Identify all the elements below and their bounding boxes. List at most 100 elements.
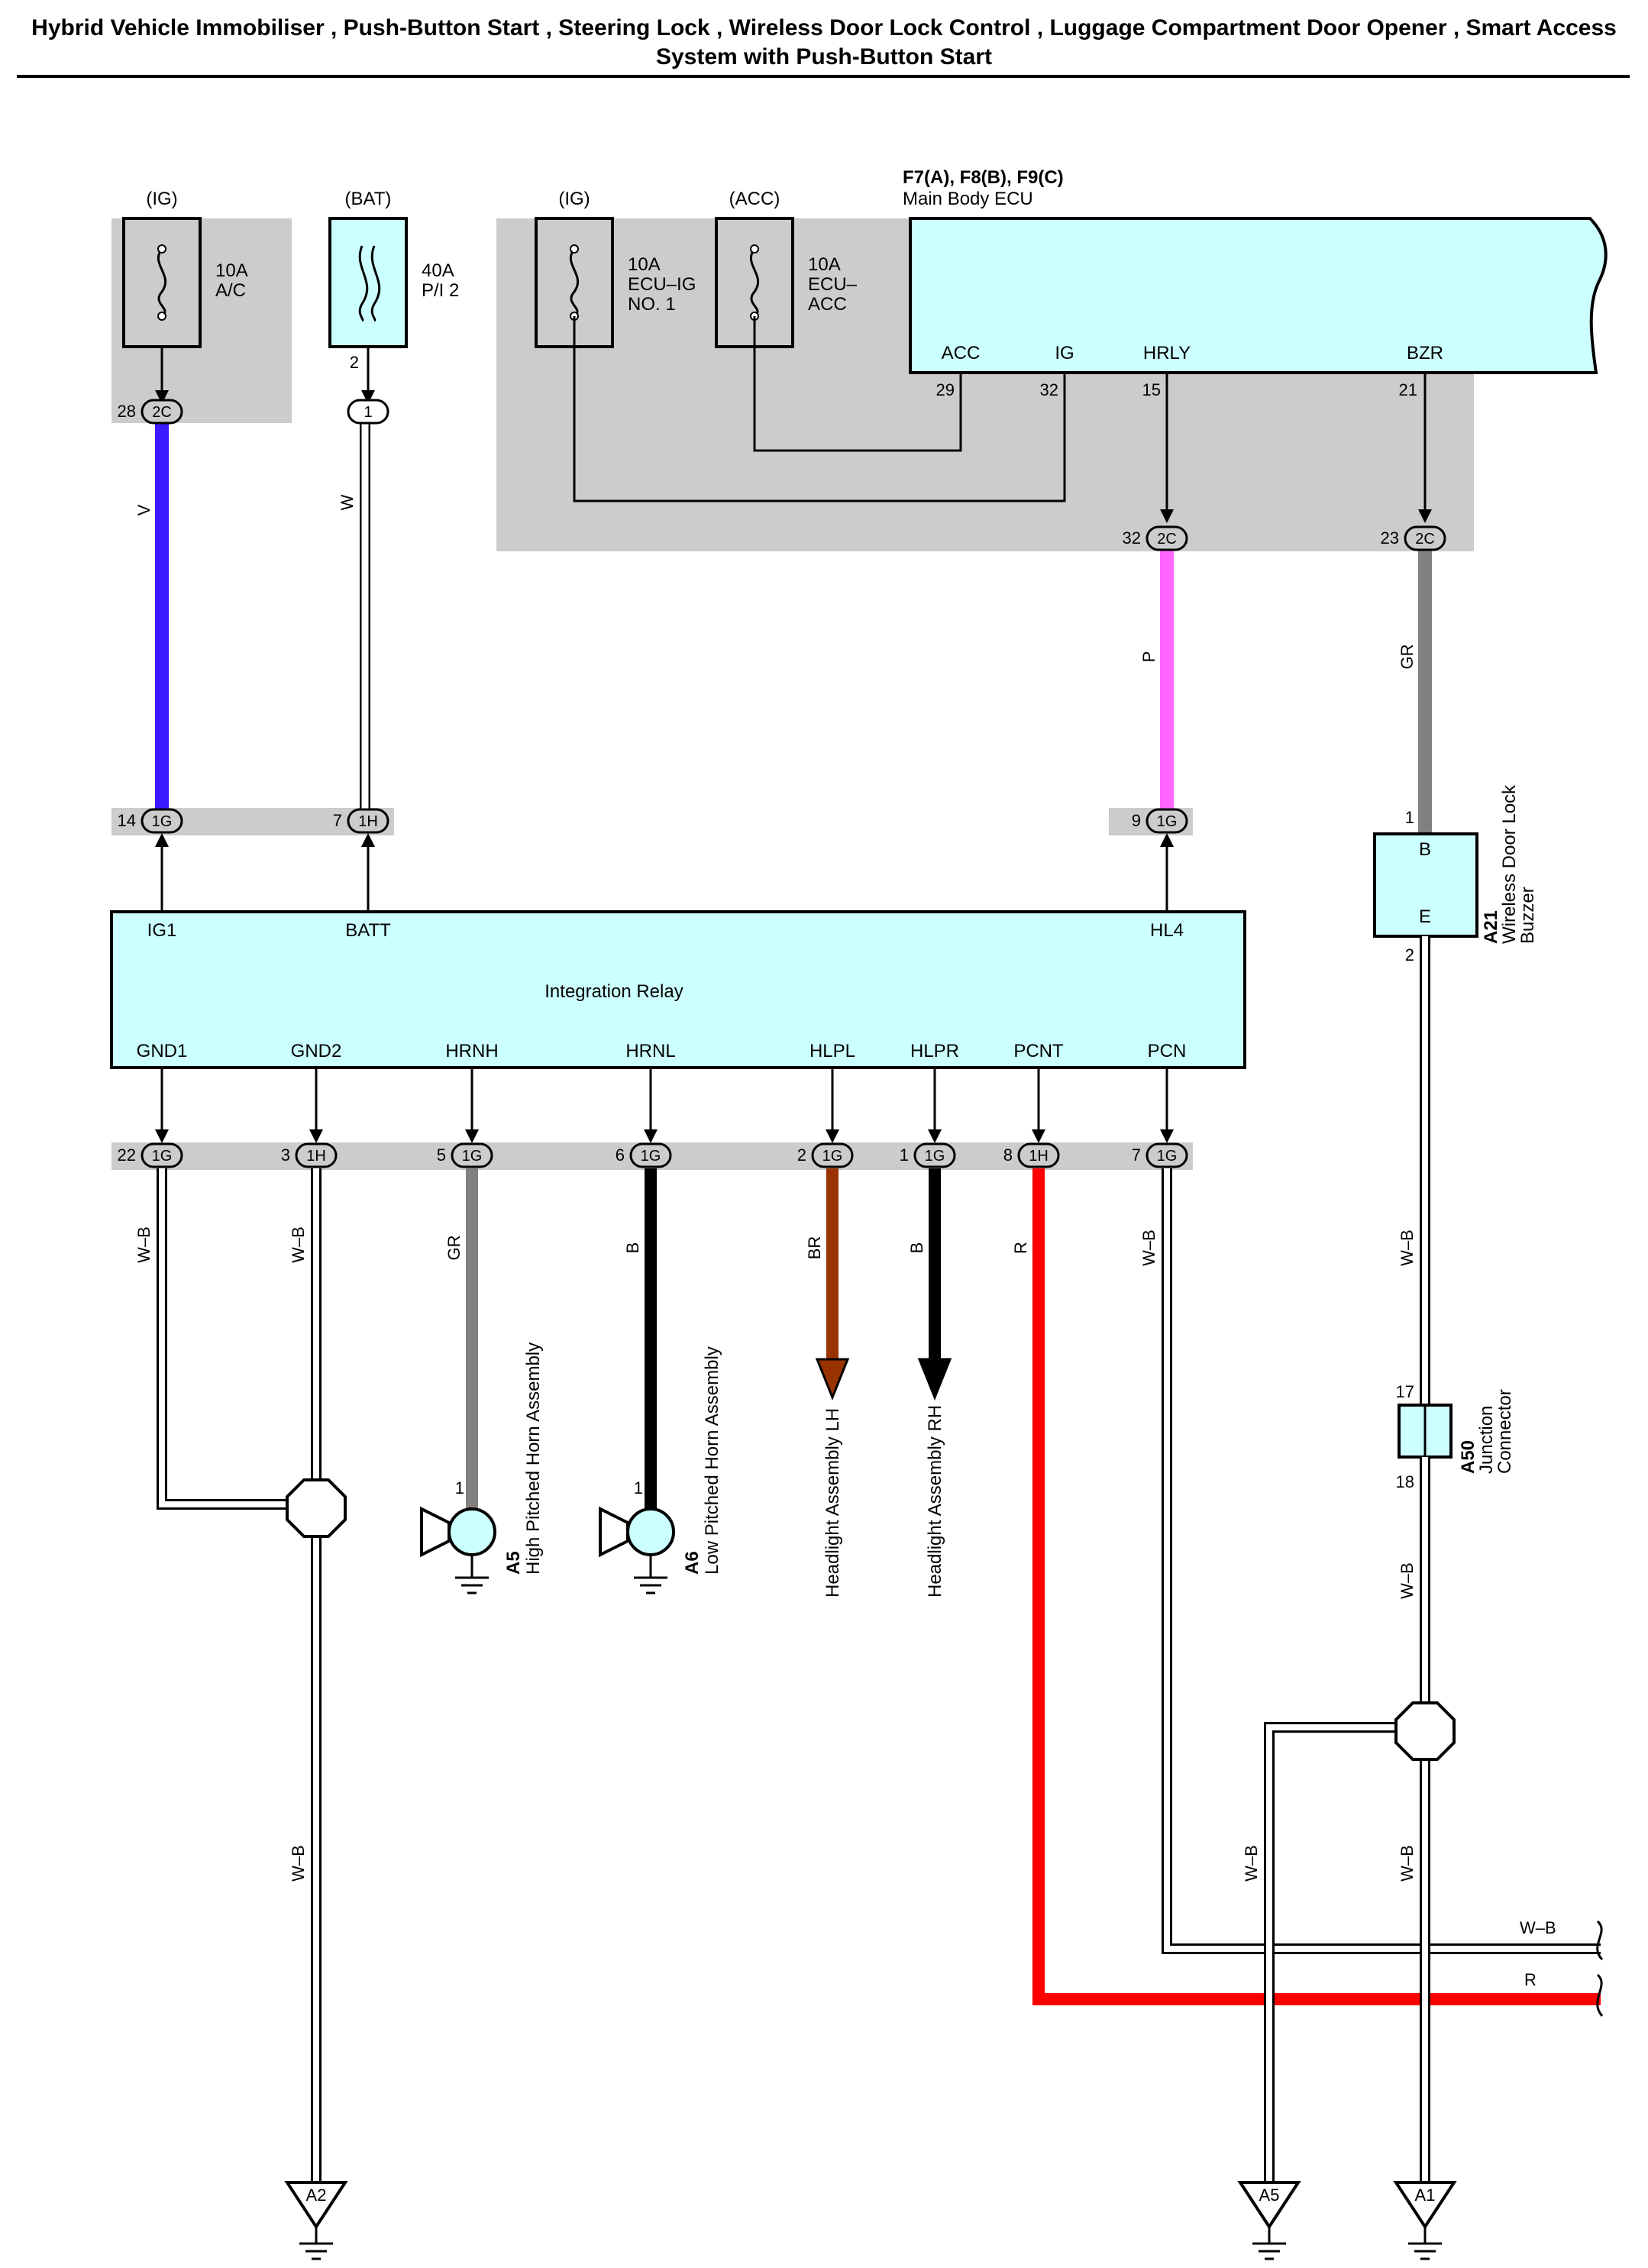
svg-text:1G: 1G	[1157, 1148, 1178, 1165]
exit-label-wb: W–B	[1520, 1918, 1556, 1937]
wire-label-hrnh: GR	[444, 1236, 464, 1261]
wire-wb-gnd1	[157, 1168, 295, 1510]
wire-label-p: P	[1139, 651, 1158, 663]
fuse-ac-supply: (IG)	[146, 189, 177, 209]
svg-text:7: 7	[1132, 1145, 1141, 1165]
buzzer-name-1: Wireless Door Lock	[1499, 784, 1520, 944]
wire-label-hlpr: B	[907, 1242, 926, 1254]
buzzer-name-2: Buzzer	[1517, 887, 1538, 944]
wire-label-gnd1: W–B	[134, 1226, 153, 1263]
connector-1g-14: 1G 14	[118, 808, 183, 834]
integration-relay: IG1 BATT HL4 Integration Relay GND1 GND2…	[110, 910, 1246, 1069]
junction-name-1: Junction	[1476, 1406, 1497, 1474]
wire-label-w: W	[338, 494, 357, 510]
connector-1g-6: 1G 6	[616, 1142, 672, 1168]
ground-a2-label: A2	[306, 2186, 327, 2205]
connector-1g-2: 1G 2	[797, 1142, 854, 1168]
svg-text:6: 6	[616, 1145, 625, 1165]
connector-2c-32: 2C 32	[1123, 525, 1188, 551]
svg-text:2C: 2C	[1415, 531, 1435, 548]
horn-low-pin: 1	[634, 1478, 643, 1497]
svg-text:1: 1	[364, 404, 372, 421]
fuse-ecu-ig-rating: 10A	[628, 254, 661, 275]
connector-2c-23: 2C 23	[1381, 525, 1446, 551]
svg-text:1G: 1G	[152, 1148, 173, 1165]
svg-text:8: 8	[1003, 1145, 1013, 1165]
svg-text:1G: 1G	[822, 1148, 843, 1165]
splice-right	[1394, 1701, 1456, 1761]
fuse-ecu-acc-supply: (ACC)	[729, 189, 780, 209]
ecu-pin-32: 32	[1040, 380, 1058, 399]
ground-a1-label: A1	[1415, 2186, 1436, 2205]
horn-high-pin: 1	[455, 1478, 464, 1497]
svg-text:1G: 1G	[925, 1148, 945, 1165]
ground-a5-label: A5	[1259, 2186, 1280, 2205]
ground-a5-icon: A5	[1237, 2181, 1301, 2260]
ecu-name: Main Body ECU	[903, 189, 1033, 209]
wire-label-hlpl: BR	[805, 1236, 824, 1260]
svg-text:1G: 1G	[152, 813, 173, 830]
wire-label-v: V	[134, 504, 153, 515]
title-divider	[17, 75, 1630, 78]
splice-gnd	[286, 1478, 347, 1538]
exit-label-r: R	[1524, 1970, 1537, 1989]
fuse-ecu-acc-name-1: ECU–	[808, 274, 858, 295]
relay-term-hlpl: HLPL	[809, 1041, 855, 1061]
ecu-term-ig: IG	[1055, 343, 1074, 363]
svg-text:7: 7	[333, 811, 342, 830]
horn-high-code: A5	[503, 1551, 524, 1575]
wire-label-a1: W–B	[1398, 1845, 1417, 1882]
svg-text:1H: 1H	[1029, 1148, 1049, 1165]
fuse-pi2-rating: 40A	[422, 260, 454, 281]
connector-1-pi2: 1	[347, 399, 389, 425]
main-body-ecu: F7(A), F8(B), F9(C) Main Body ECU ACC IG…	[903, 167, 1608, 399]
svg-text:9: 9	[1132, 811, 1141, 830]
svg-text:1: 1	[900, 1145, 909, 1165]
svg-text:2C: 2C	[1157, 531, 1177, 548]
arrow-headlight-lh	[815, 1358, 850, 1401]
connector-1g-22: 1G 22	[118, 1142, 183, 1168]
connector-2c-28: 2C 28	[118, 399, 183, 425]
wire-label-gnd2: W–B	[289, 1226, 308, 1263]
fuse-pi2-supply: (BAT)	[345, 189, 392, 209]
relay-term-hrnh: HRNH	[445, 1041, 498, 1061]
svg-text:18: 18	[1396, 1472, 1414, 1491]
junction-code: A50	[1458, 1440, 1478, 1474]
connector-1h-7: 1H 7	[333, 808, 389, 834]
wire-label-pcn: W–B	[1139, 1229, 1158, 1266]
svg-text:1G: 1G	[462, 1148, 483, 1165]
wire-label-gr-buzzer: GR	[1398, 645, 1417, 670]
headlight-rh-label: Headlight Assembly RH	[925, 1405, 945, 1598]
svg-text:1H: 1H	[306, 1148, 326, 1165]
svg-text:1H: 1H	[358, 813, 378, 830]
ecu-pin-29: 29	[936, 380, 955, 399]
relay-output-arrows	[155, 1068, 1174, 1143]
svg-text:14: 14	[118, 811, 136, 830]
fuse-ecu-ig-name-2: NO. 1	[628, 294, 676, 315]
relay-term-hrnl: HRNL	[625, 1041, 675, 1061]
svg-text:28: 28	[118, 402, 136, 421]
horn-low-name: Low Pitched Horn Assembly	[702, 1346, 722, 1575]
ecu-pin-21: 21	[1399, 380, 1417, 399]
wire-label-pcnt: R	[1011, 1242, 1030, 1254]
horn-low-icon	[599, 1506, 675, 1594]
connector-1g-1: 1G 1	[900, 1142, 956, 1168]
page-title: Hybrid Vehicle Immobiliser , Push-Button…	[31, 15, 1617, 69]
relay-term-pcn: PCN	[1148, 1041, 1187, 1061]
ecu-term-acc: ACC	[942, 343, 981, 363]
fuse-ac: (IG) 10A A/C	[122, 189, 248, 348]
arrow-headlight-rh	[917, 1358, 952, 1401]
relay-name: Integration Relay	[544, 981, 683, 1002]
wire-ecu-acc	[753, 316, 962, 452]
relay-term-gnd1: GND1	[137, 1041, 188, 1061]
svg-text:3: 3	[281, 1145, 290, 1165]
ecu-term-bzr: BZR	[1407, 343, 1443, 363]
horn-high-icon	[420, 1506, 496, 1594]
horn-low-code: A6	[682, 1551, 703, 1575]
relay-term-ig1: IG1	[147, 920, 177, 941]
svg-text:2C: 2C	[152, 404, 172, 421]
svg-text:32: 32	[1123, 528, 1141, 548]
ecu-code: F7(A), F8(B), F9(C)	[903, 167, 1064, 188]
ground-a1-icon: A1	[1393, 2181, 1457, 2260]
